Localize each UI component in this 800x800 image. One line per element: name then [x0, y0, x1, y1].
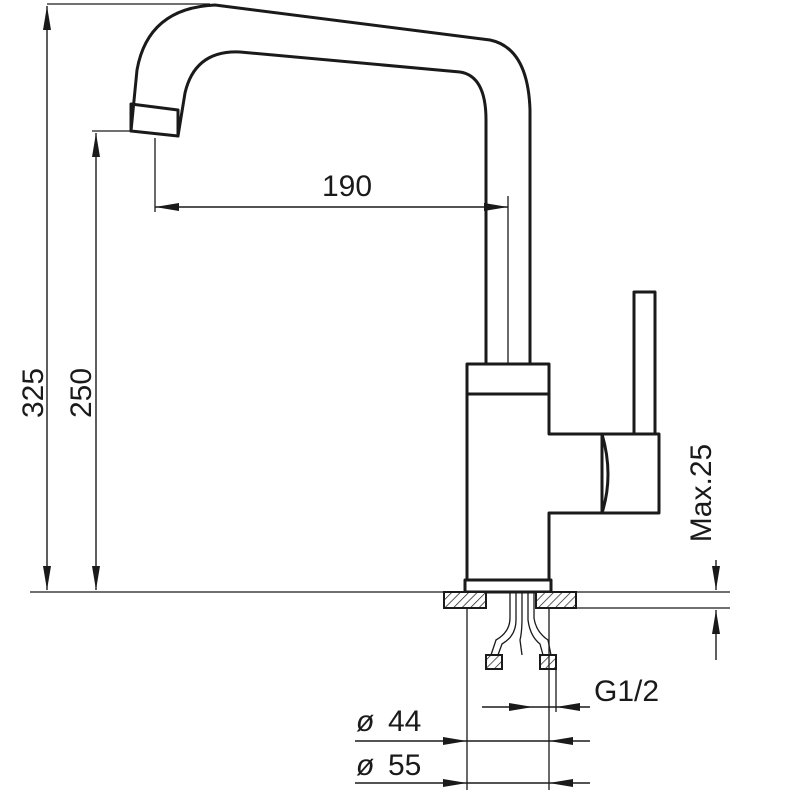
faucet: [129, 3, 661, 670]
spout-collar: [465, 362, 551, 396]
hose-fitting-left: [485, 654, 503, 670]
aerator: [129, 102, 180, 138]
extension-lines: [30, 3, 730, 790]
diameter-symbol-44: ø: [356, 705, 374, 738]
dimension-190: [155, 203, 508, 211]
faucet-body: [465, 392, 604, 582]
spout-inner-edge: [176, 50, 488, 366]
supply-hoses: [490, 592, 552, 656]
deck-section-left: [443, 591, 487, 609]
spout-outer-edge: [129, 3, 532, 366]
dimension-dia44: [355, 737, 590, 745]
hose-fitting-right: [539, 654, 557, 670]
base-flange: [463, 578, 553, 594]
dimension-max25: [712, 560, 720, 660]
label-190: 190: [322, 170, 372, 203]
dimension-dia55: [355, 779, 590, 787]
label-dia55: 55: [388, 749, 421, 782]
label-250: 250: [65, 368, 98, 418]
diameter-symbol-55: ø: [356, 749, 374, 782]
lever-handle: [632, 290, 657, 436]
lever-hub: [600, 432, 661, 515]
label-max25: Max.25: [685, 444, 718, 542]
label-325: 325: [17, 368, 50, 418]
deck-section-right: [535, 591, 577, 609]
dimension-325: [43, 6, 51, 590]
label-g12: G1/2: [594, 675, 659, 708]
dimension-g12: [482, 703, 590, 711]
label-dia44: 44: [388, 705, 421, 738]
dimension-250: [92, 133, 100, 590]
